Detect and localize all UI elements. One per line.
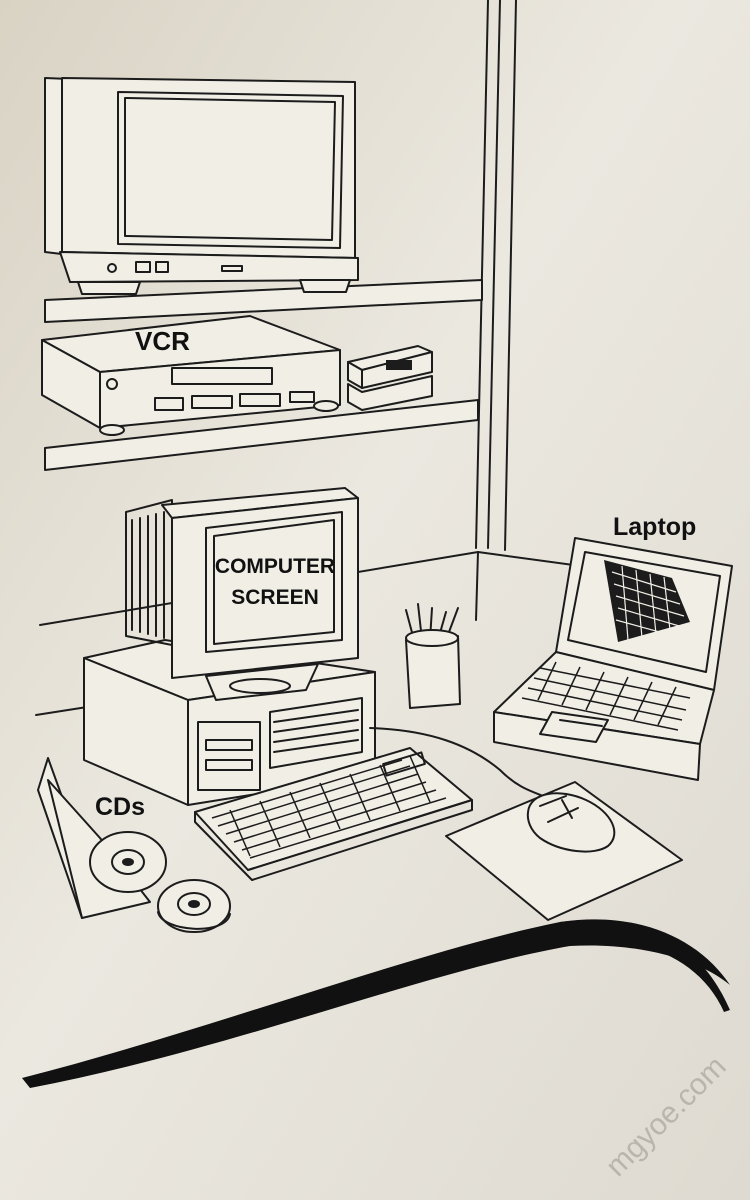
laptop-label: Laptop bbox=[613, 513, 696, 541]
video-tapes bbox=[347, 345, 433, 411]
compact-disc bbox=[157, 879, 231, 933]
laptop-screen-graphic bbox=[604, 560, 690, 642]
television bbox=[44, 77, 359, 295]
computer-monitor: COMPUTER SCREEN bbox=[125, 487, 359, 701]
computer-mouse bbox=[526, 792, 616, 853]
cds-label: CDs bbox=[95, 793, 145, 821]
keyboard bbox=[194, 747, 473, 881]
compact-disc bbox=[89, 831, 167, 893]
desk-edge bbox=[22, 919, 730, 1088]
screen-label-line2: SCREEN bbox=[231, 586, 319, 609]
screen-label-line1: COMPUTER bbox=[215, 555, 335, 578]
vcr-player bbox=[41, 315, 341, 436]
vcr-label: VCR bbox=[135, 326, 190, 356]
laptop-computer bbox=[493, 537, 733, 781]
mouse-cable bbox=[369, 727, 549, 799]
mouse-pad bbox=[445, 781, 683, 921]
pen-holder bbox=[405, 603, 461, 709]
